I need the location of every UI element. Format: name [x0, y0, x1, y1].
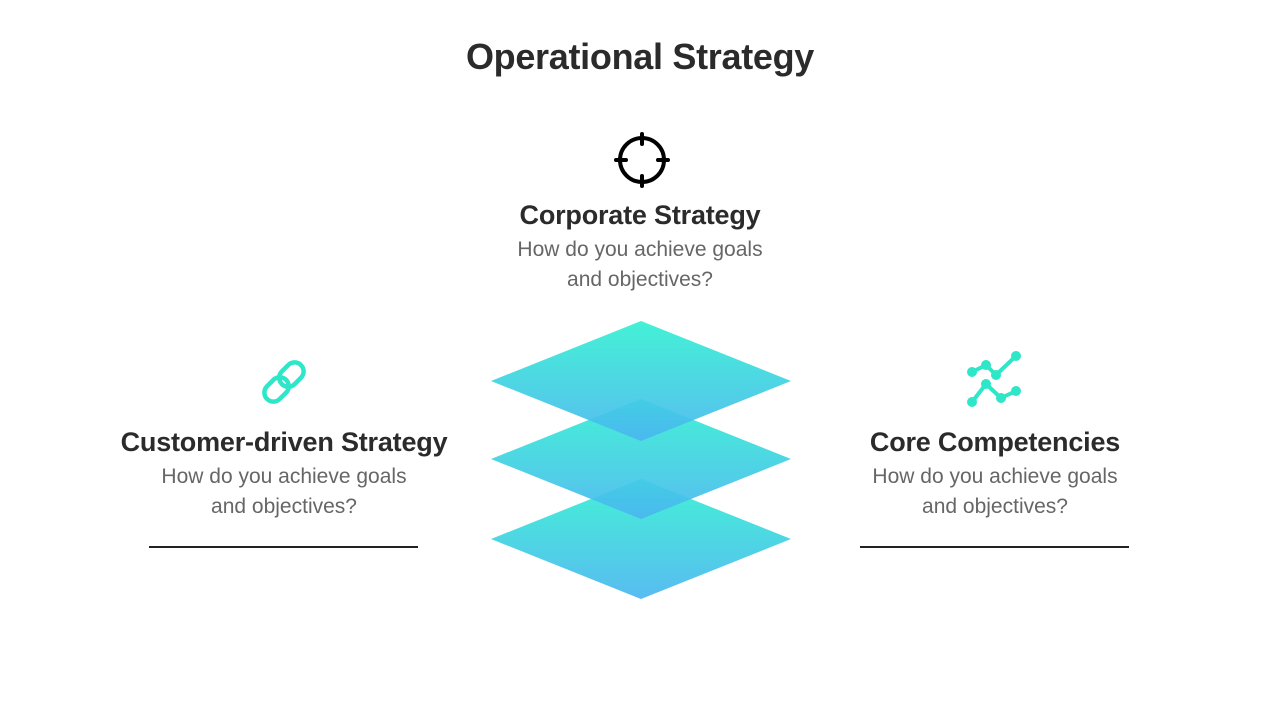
- layer-bottom: [491, 479, 791, 599]
- customer-driven-strategy-line1: How do you achieve goals: [161, 465, 407, 488]
- trend-lines-icon: [967, 351, 1021, 407]
- customer-driven-strategy-block: Customer-driven Strategy How do you achi…: [84, 427, 484, 522]
- right-divider: [860, 546, 1129, 548]
- core-competencies-line1: How do you achieve goals: [872, 465, 1118, 488]
- customer-driven-strategy-text: How do you achieve goals and objectives?: [84, 462, 484, 522]
- stacked-layers-graphic: [491, 321, 791, 599]
- corporate-strategy-block: Corporate Strategy How do you achieve go…: [440, 200, 840, 295]
- link-icon: [262, 360, 306, 404]
- target-icon: [614, 132, 670, 188]
- core-competencies-heading: Core Competencies: [869, 427, 1121, 457]
- page-title: Operational Strategy: [465, 36, 815, 77]
- left-divider: [149, 546, 418, 548]
- corporate-strategy-line1: How do you achieve goals: [517, 238, 763, 261]
- corporate-strategy-heading: Corporate Strategy: [519, 200, 761, 230]
- corporate-strategy-line2: and objectives?: [567, 268, 713, 291]
- core-competencies-line2: and objectives?: [922, 495, 1068, 518]
- layer-middle: [491, 399, 791, 519]
- corporate-strategy-text: How do you achieve goals and objectives?: [440, 235, 840, 295]
- layer-top: [491, 321, 791, 441]
- core-competencies-text: How do you achieve goals and objectives?: [795, 462, 1195, 522]
- customer-driven-strategy-line2: and objectives?: [211, 495, 357, 518]
- core-competencies-block: Core Competencies How do you achieve goa…: [795, 427, 1195, 522]
- customer-driven-strategy-heading: Customer-driven Strategy: [120, 427, 448, 457]
